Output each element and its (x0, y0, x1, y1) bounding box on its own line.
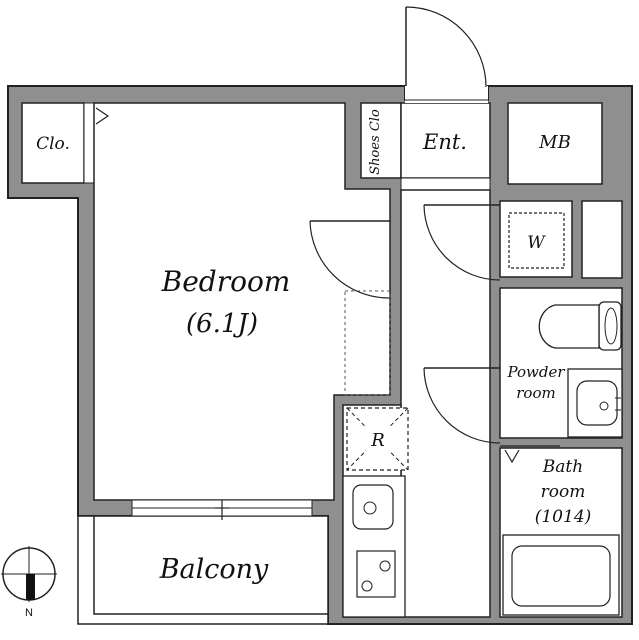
vanity-counter (567, 368, 623, 438)
bedroom-nook (344, 290, 391, 396)
entrance-door-gap (405, 86, 488, 103)
bath-label-line1: Bath (542, 457, 583, 477)
powder-door-swing (423, 367, 501, 444)
entrance-step (400, 177, 491, 191)
hallway-room (400, 189, 491, 618)
refrigerator-label-bg (366, 426, 390, 452)
storage-room (581, 200, 623, 279)
cooktop (356, 550, 396, 598)
powder-label-line2: room (516, 384, 555, 402)
basin-drain (599, 401, 609, 411)
toilet-bowl (538, 304, 600, 349)
toilet-tank (598, 301, 622, 351)
closet-door-arrow-icon (95, 107, 110, 125)
shoes-closet-room (360, 102, 402, 179)
compass-icon (1, 546, 57, 602)
entrance-label: Ent. (422, 130, 467, 154)
washer-door-swing (423, 204, 501, 281)
refrigerator-label: R (370, 430, 385, 451)
meter-box-label: MB (538, 132, 571, 153)
bath-label-line2: room (541, 482, 586, 502)
balcony-inner (93, 515, 329, 615)
washer-label: W (527, 233, 546, 253)
bathtub-inner (511, 545, 611, 607)
north-label: N (25, 607, 33, 619)
washer-pan (508, 212, 565, 269)
bath-size-label: (1014) (535, 507, 592, 527)
vanity-basin (576, 380, 618, 426)
shoes-closet-label: Shoes Clo (368, 109, 383, 175)
bedroom-size-label: (6.1J) (186, 309, 258, 339)
closet-door-strip (83, 102, 95, 184)
balcony-label: Balcony (159, 554, 269, 585)
kitchen-sink (352, 484, 394, 530)
entrance-room (400, 102, 491, 179)
toilet-seat (604, 307, 618, 345)
powder-label-line1: Powder (506, 363, 565, 381)
closet-label: Clo. (36, 134, 70, 154)
entrance-door-swing (405, 6, 487, 88)
bathtub (502, 534, 620, 616)
bath-door-arrow-icon (504, 449, 520, 464)
sink-drain (363, 501, 377, 515)
meter-box-room (507, 102, 603, 185)
burner-2 (361, 580, 373, 592)
burner-1 (379, 560, 391, 572)
bedroom-door-swing (309, 220, 390, 299)
bedroom-label: Bedroom (161, 265, 291, 298)
kitchen-counter (342, 475, 406, 618)
washer-area (499, 200, 573, 278)
